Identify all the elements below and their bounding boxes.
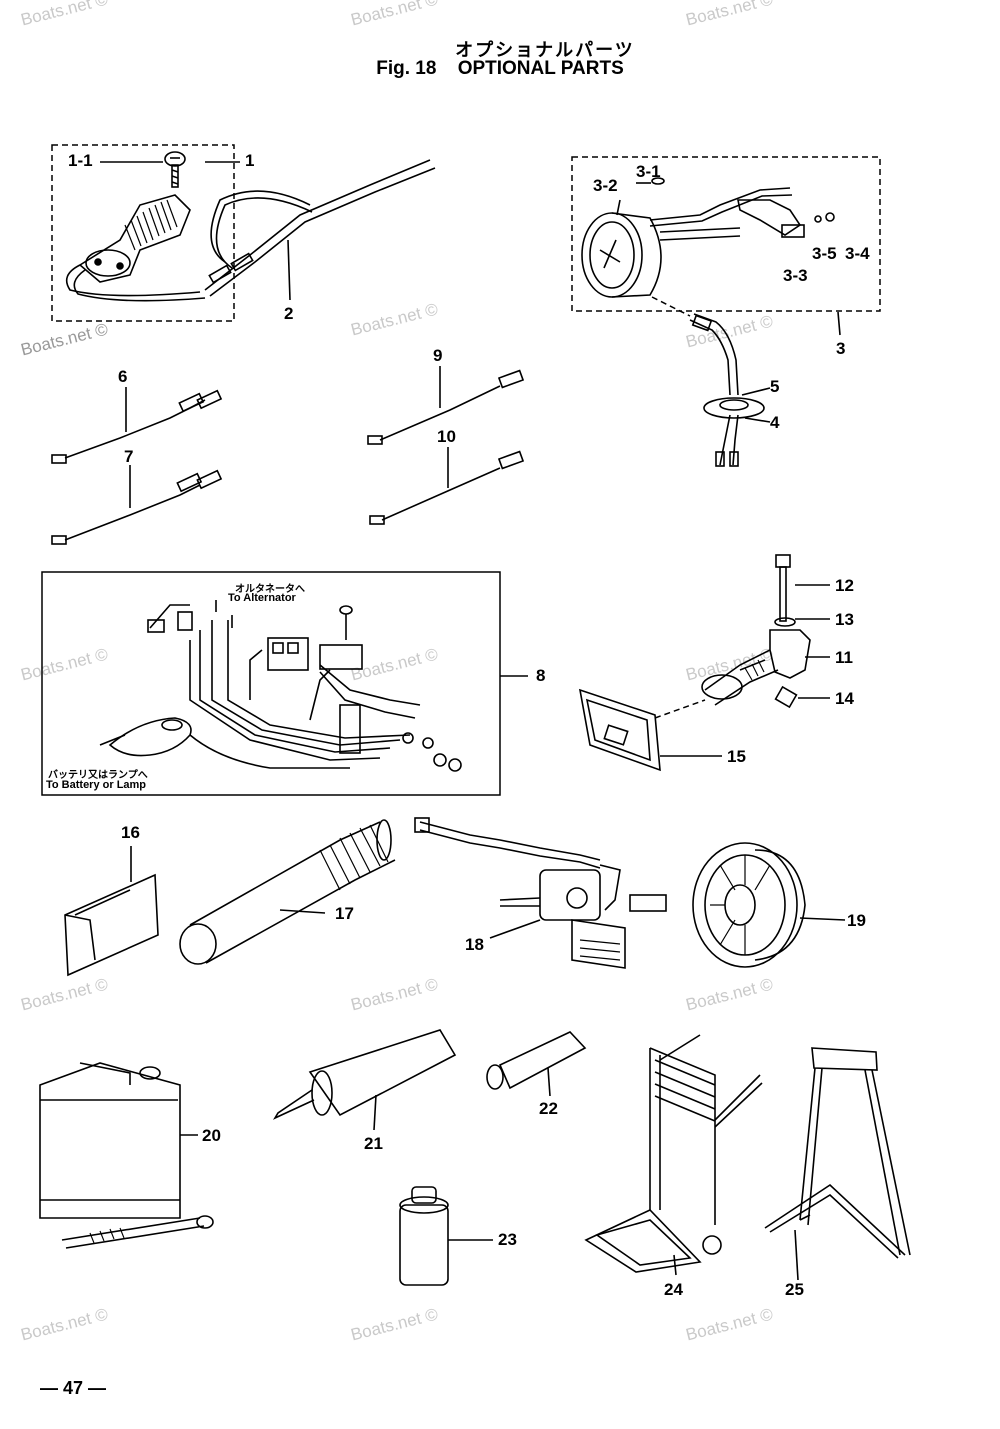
sealant-tube-icon xyxy=(486,1031,587,1090)
part-label-3-3: 3-3 xyxy=(783,266,808,285)
part-label-10: 10 xyxy=(437,427,456,446)
page-number: — 47 — xyxy=(40,1378,107,1398)
tool-sleeve-icon xyxy=(179,819,396,965)
mounting-plate-icon xyxy=(578,688,661,772)
part-label-18: 18 xyxy=(465,935,484,954)
part-label-6: 6 xyxy=(118,367,128,386)
bracket-icon xyxy=(651,177,835,238)
part-label-20: 20 xyxy=(202,1126,221,1145)
mount-bracket-icon xyxy=(701,629,811,709)
part-label-11: 11 xyxy=(835,648,853,667)
spray-can-icon xyxy=(399,1186,449,1286)
part-label-4: 4 xyxy=(770,413,780,432)
part-3-group-box xyxy=(571,156,881,312)
part-label-15: 15 xyxy=(727,747,746,766)
part-1-group-box xyxy=(51,144,235,322)
part-label-3-4: 3-4 xyxy=(845,244,870,263)
gauge-meter-icon xyxy=(581,187,793,298)
fuel-primer-icon xyxy=(414,817,667,969)
bolt-icon xyxy=(774,554,796,627)
wire-harness-icon xyxy=(204,159,436,297)
to-alternator-jp: オルタネータへ xyxy=(235,584,305,595)
title-japanese: オプショナルパーツ xyxy=(455,40,635,60)
part-label-23: 23 xyxy=(498,1230,517,1249)
figure-name: OPTIONAL PARTS xyxy=(457,58,624,79)
figure-title: Fig. 18 OPTIONAL PARTS xyxy=(0,58,1000,80)
part-label-3-5: 3-5 xyxy=(812,244,837,263)
part-label-12: 12 xyxy=(835,576,854,595)
part-label-19: 19 xyxy=(847,911,866,930)
part-label-7: 7 xyxy=(124,447,134,466)
part-label-5: 5 xyxy=(770,377,780,396)
part-label-3-2: 3-2 xyxy=(593,176,618,195)
part-label-3-1: 3-1 xyxy=(636,162,661,181)
motor-stand-icon xyxy=(764,1047,911,1259)
part-label-13: 13 xyxy=(835,610,854,629)
motor-carrier-icon xyxy=(584,1034,763,1273)
part-8-group-box xyxy=(41,571,501,796)
part-label-16: 16 xyxy=(121,823,140,842)
to-battery-label: To Battery or Lamp xyxy=(46,779,147,791)
part-label-21: 21 xyxy=(364,1134,383,1153)
part-label-14: 14 xyxy=(835,689,854,708)
part-label-24: 24 xyxy=(664,1280,683,1299)
rectifier-kit-icon xyxy=(99,600,462,772)
part-label-1: 1 xyxy=(245,151,255,170)
grease-tube-icon xyxy=(272,1029,457,1120)
extension-cable-7-icon xyxy=(51,469,223,545)
part-label-8: 8 xyxy=(536,666,546,685)
part-label-3: 3 xyxy=(836,339,846,358)
extension-cable-6-icon xyxy=(51,389,223,464)
part-label-2: 2 xyxy=(284,304,294,323)
part-label-9: 9 xyxy=(433,346,443,365)
to-alternator-label: To Alternator xyxy=(228,592,296,604)
part-label-17: 17 xyxy=(335,904,354,923)
figure-number: Fig. 18 xyxy=(376,58,437,79)
oil-container-icon xyxy=(39,1062,214,1249)
to-battery-jp: バッテリ又はランプへ xyxy=(48,770,148,781)
lighting-coil-icon xyxy=(65,194,206,302)
flywheel-cover-icon xyxy=(692,842,806,968)
part-label-25: 25 xyxy=(785,1280,804,1299)
hose-icon xyxy=(689,313,765,467)
part-label-1-1: 1-1 xyxy=(68,151,93,170)
extension-cable-9-icon xyxy=(367,369,525,445)
part-label-22: 22 xyxy=(539,1099,558,1118)
extension-cable-10-icon xyxy=(369,450,525,525)
screw-icon xyxy=(164,151,186,188)
caution-card-icon xyxy=(64,873,159,977)
